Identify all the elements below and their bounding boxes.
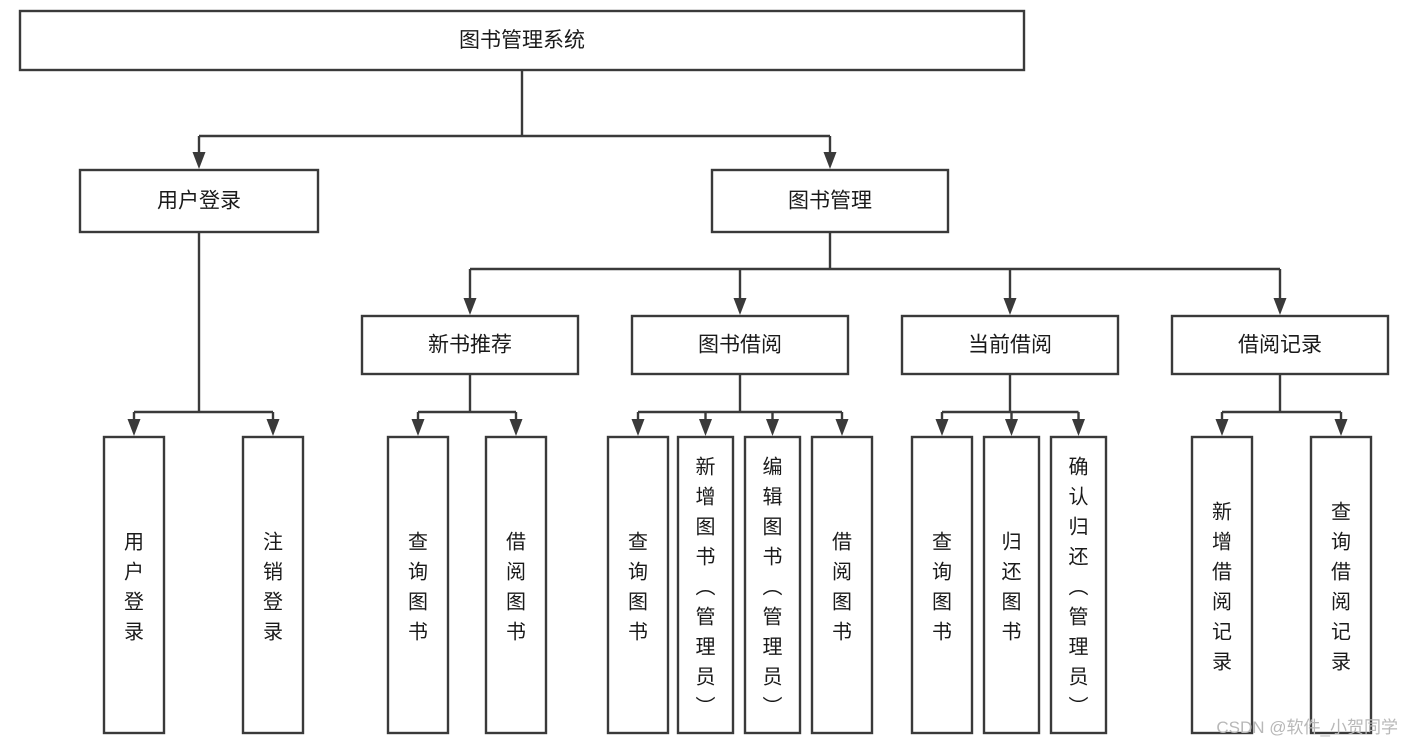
node-label-leaf-query-book-rec: 查询图书 [408, 530, 428, 643]
connector-group-user-login [127, 232, 280, 436]
arrow-head-icon [823, 152, 837, 169]
node-label-book-manage: 图书管理 [788, 190, 872, 213]
node-box-book-borrow[interactable] [630, 314, 850, 376]
arrow-head-icon [1003, 298, 1017, 315]
node-box-user-login[interactable] [78, 168, 320, 234]
connector-group-book-borrow [631, 374, 849, 436]
node-leaf-borrow-book-borrow[interactable]: 借阅图书 [810, 435, 874, 735]
node-label-current-borrow: 当前借阅 [968, 334, 1052, 357]
connectors-layer [127, 70, 1348, 436]
node-leaf-query-book-current[interactable]: 查询图书 [910, 435, 974, 735]
node-label-leaf-confirm-return-admin: 确认归还︵管理员︶ [1069, 455, 1089, 718]
node-label-leaf-borrow-book-rec: 借阅图书 [506, 530, 526, 643]
node-label-leaf-query-book-borrow: 查询图书 [628, 530, 648, 643]
node-current-borrow[interactable]: 当前借阅 [900, 314, 1120, 376]
arrow-head-icon [463, 298, 477, 315]
node-box-leaf-borrow-book-borrow[interactable] [810, 435, 874, 735]
node-user-login[interactable]: 用户登录 [78, 168, 320, 234]
node-book-borrow[interactable]: 图书借阅 [630, 314, 850, 376]
arrow-head-icon [1005, 419, 1018, 436]
node-box-leaf-confirm-return-admin[interactable] [1049, 435, 1108, 735]
node-leaf-borrow-book-rec[interactable]: 借阅图书 [484, 435, 548, 735]
arrow-head-icon [127, 419, 141, 436]
node-label-leaf-logout: 注销登录 [263, 530, 283, 643]
node-box-current-borrow[interactable] [900, 314, 1120, 376]
node-label-leaf-user-login: 用户登录 [124, 531, 144, 643]
node-label-leaf-query-borrow-record: 查询借阅记录 [1331, 500, 1351, 673]
arrow-head-icon [1215, 419, 1229, 436]
node-book-manage[interactable]: 图书管理 [710, 168, 950, 234]
connector-group-root [192, 70, 837, 169]
node-borrow-record[interactable]: 借阅记录 [1170, 314, 1390, 376]
node-box-leaf-user-login[interactable] [102, 435, 166, 735]
node-leaf-query-book-rec[interactable]: 查询图书 [386, 435, 450, 735]
node-box-leaf-logout[interactable] [241, 435, 305, 735]
node-box-leaf-borrow-book-rec[interactable] [484, 435, 548, 735]
node-box-leaf-add-book-admin[interactable] [676, 435, 735, 735]
node-leaf-user-login[interactable]: 用户登录 [102, 435, 166, 735]
node-box-book-manage[interactable] [710, 168, 950, 234]
node-box-leaf-query-borrow-record[interactable] [1309, 435, 1373, 735]
node-box-leaf-edit-book-admin[interactable] [743, 435, 802, 735]
node-leaf-confirm-return-admin[interactable]: 确认归还︵管理员︶ [1049, 435, 1108, 735]
node-label-user-login: 用户登录 [157, 190, 241, 213]
arrow-head-icon [766, 419, 779, 436]
arrow-head-icon [1273, 298, 1287, 315]
node-leaf-query-borrow-record[interactable]: 查询借阅记录 [1309, 435, 1373, 735]
nodes-layer: 图书管理系统用户登录图书管理新书推荐图书借阅当前借阅借阅记录用户登录注销登录查询… [18, 9, 1390, 735]
node-leaf-add-book-admin[interactable]: 新增图书︵管理员︶ [676, 435, 735, 735]
node-label-leaf-return-book: 归还图书 [1002, 530, 1022, 643]
node-leaf-logout[interactable]: 注销登录 [241, 435, 305, 735]
connector-group-new-book-recommend [411, 374, 523, 436]
node-box-leaf-query-book-borrow[interactable] [606, 435, 670, 735]
node-box-leaf-add-borrow-record[interactable] [1190, 435, 1254, 735]
node-leaf-edit-book-admin[interactable]: 编辑图书︵管理员︶ [743, 435, 802, 735]
arrow-head-icon [631, 419, 645, 436]
node-label-leaf-add-borrow-record: 新增借阅记录 [1212, 500, 1232, 673]
csdn-watermark: CSDN @软件_小贺同学 [1216, 718, 1398, 737]
node-label-new-book-recommend: 新书推荐 [428, 334, 512, 357]
node-root[interactable]: 图书管理系统 [18, 9, 1026, 72]
node-label-leaf-add-book-admin: 新增图书︵管理员︶ [696, 455, 716, 718]
arrow-head-icon [699, 419, 712, 436]
arrow-head-icon [192, 152, 206, 169]
node-new-book-recommend[interactable]: 新书推荐 [360, 314, 580, 376]
arrow-head-icon [509, 419, 523, 436]
arrow-head-icon [411, 419, 425, 436]
node-box-root[interactable] [18, 9, 1026, 72]
arrow-head-icon [1072, 419, 1085, 436]
node-label-leaf-borrow-book-borrow: 借阅图书 [832, 530, 852, 643]
node-label-root: 图书管理系统 [459, 29, 585, 52]
node-leaf-return-book[interactable]: 归还图书 [982, 435, 1041, 735]
node-box-new-book-recommend[interactable] [360, 314, 580, 376]
node-leaf-add-borrow-record[interactable]: 新增借阅记录 [1190, 435, 1254, 735]
connector-group-current-borrow [935, 374, 1085, 436]
node-leaf-query-book-borrow[interactable]: 查询图书 [606, 435, 670, 735]
arrow-head-icon [266, 419, 280, 436]
arrow-head-icon [1334, 419, 1348, 436]
node-box-borrow-record[interactable] [1170, 314, 1390, 376]
arrow-head-icon [835, 419, 849, 436]
arrow-head-icon [935, 419, 949, 436]
node-label-leaf-query-book-current: 查询图书 [932, 530, 952, 643]
arrow-head-icon [733, 298, 747, 315]
node-label-borrow-record: 借阅记录 [1238, 334, 1322, 357]
node-box-leaf-query-book-rec[interactable] [386, 435, 450, 735]
node-label-book-borrow: 图书借阅 [698, 334, 782, 357]
node-label-leaf-edit-book-admin: 编辑图书︵管理员︶ [763, 455, 783, 718]
connector-group-borrow-record [1215, 374, 1348, 436]
connector-group-book-manage [463, 232, 1287, 315]
node-box-leaf-return-book[interactable] [982, 435, 1041, 735]
node-box-leaf-query-book-current[interactable] [910, 435, 974, 735]
